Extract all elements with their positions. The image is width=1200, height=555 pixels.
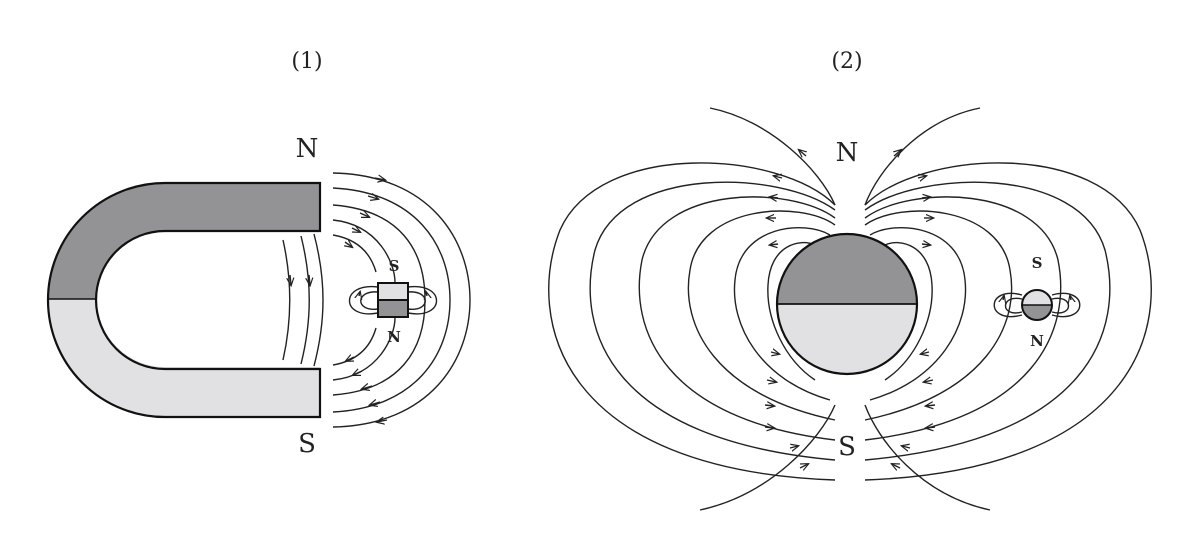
needle-1-south-label: S xyxy=(389,257,400,275)
horseshoe-south-half xyxy=(48,299,320,417)
horseshoe-magnet xyxy=(46,181,322,419)
panel-1-field-lines xyxy=(282,172,471,428)
spherical-magnet xyxy=(775,232,919,376)
compass-needle-1 xyxy=(349,282,437,318)
needle-1-north-label: N xyxy=(387,328,401,346)
compass-sphere-2 xyxy=(993,289,1081,321)
sphere-south-label: S xyxy=(838,432,856,462)
horseshoe-north-label: N xyxy=(296,134,319,164)
needle-2-north-label: N xyxy=(1030,332,1044,350)
sphere-north-label: N xyxy=(836,138,859,168)
panel-2: (2) xyxy=(548,49,1152,511)
panel-1: (1) N S xyxy=(46,49,471,459)
panel-2-field-lines xyxy=(548,107,1152,511)
needle-2-south-label: S xyxy=(1032,254,1043,272)
horseshoe-south-label: S xyxy=(298,429,316,459)
panel-1-caption: (1) xyxy=(291,49,322,74)
panel-2-caption: (2) xyxy=(831,49,862,74)
horseshoe-north-half xyxy=(49,183,320,299)
